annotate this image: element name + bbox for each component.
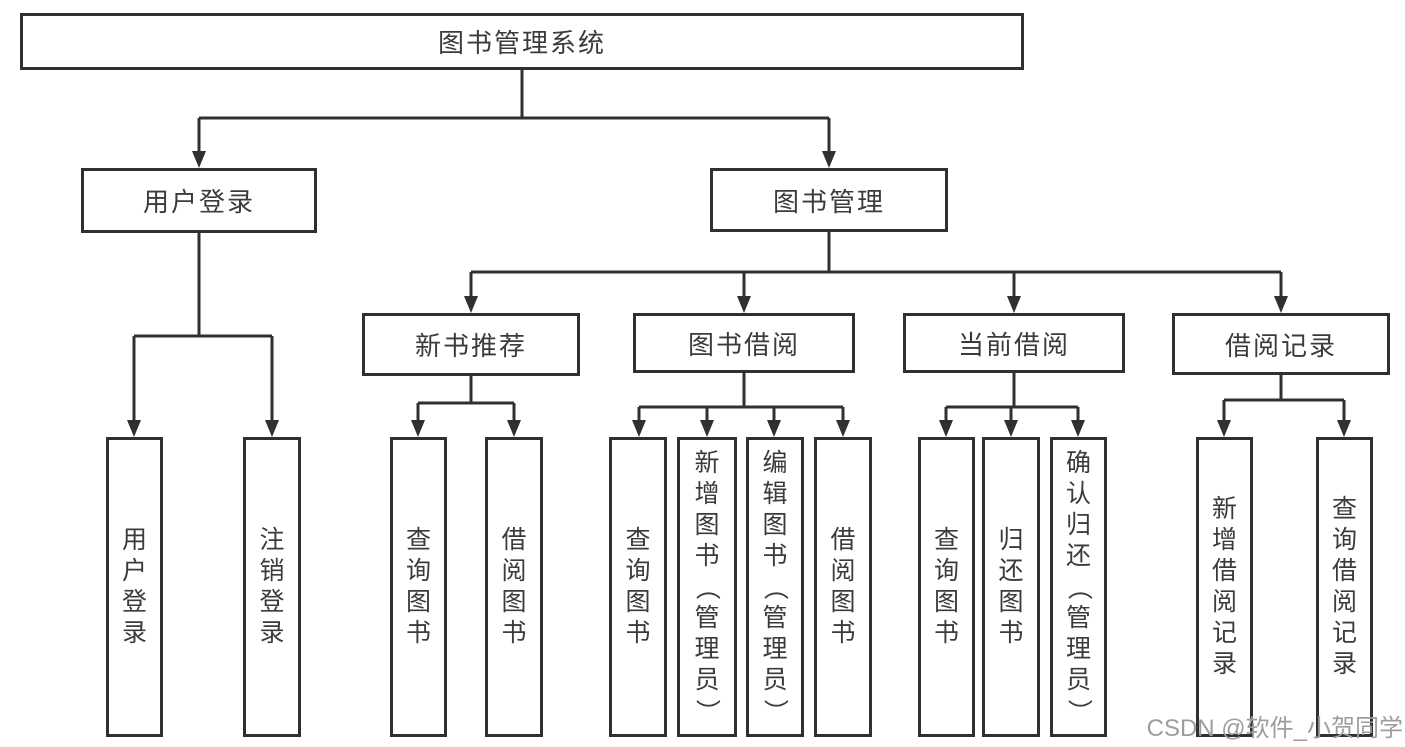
leaf-borrow-edit-admin: 编辑图书（管理员） [746,437,804,737]
node-root: 图书管理系统 [20,13,1024,70]
node-book-mgmt-label: 图书管理 [772,186,885,217]
node-new-books-label: 新书推荐 [414,331,527,361]
arrow-icon [1071,420,1085,437]
node-book-borrow-label: 图书借阅 [687,329,800,360]
node-root-label: 图书管理系统 [437,28,606,58]
arrow-icon [836,420,850,437]
arrow-icon [127,420,141,437]
node-borrow-records-label: 借阅记录 [1224,330,1337,361]
leaf-logout: 注销登录 [243,437,301,737]
arrow-icon [265,420,279,437]
node-current-borrow-label: 当前借阅 [957,329,1070,360]
arrow-icon [939,420,953,437]
arrow-icon [192,151,206,168]
node-book-borrow: 图书借阅 [633,313,855,373]
leaf-user-login: 用户登录 [106,437,163,737]
arrow-icon [767,420,781,437]
node-book-mgmt: 图书管理 [710,168,948,232]
node-current-borrow: 当前借阅 [903,313,1125,373]
arrow-icon [411,420,425,437]
node-user-login: 用户登录 [81,168,317,233]
arrow-icon [1337,420,1351,437]
leaf-borrow-add-admin: 新增图书（管理员） [677,437,737,737]
arrow-icon [1274,296,1288,313]
leaf-newbooks-borrow: 借阅图书 [485,437,543,737]
arrow-icon [1217,420,1231,437]
leaf-borrow-query: 查询图书 [609,437,667,737]
csdn-watermark: CSDN @软件_小贺同学 [1146,715,1403,742]
leaf-records-add: 新增借阅记录 [1196,437,1253,737]
arrow-icon [700,420,714,437]
arrow-icon [464,296,478,313]
node-borrow-records: 借阅记录 [1172,313,1390,375]
arrow-icon [507,420,521,437]
leaf-borrow-borrow: 借阅图书 [814,437,872,737]
node-new-books: 新书推荐 [362,313,580,376]
arrow-icon [737,296,751,313]
leaf-current-confirm-admin: 确认归还（管理员） [1050,437,1107,737]
leaf-newbooks-query: 查询图书 [390,437,447,737]
arrow-icon [1007,296,1021,313]
arrow-icon [632,420,646,437]
arrow-icon [822,151,836,168]
node-user-login-label: 用户登录 [142,187,255,217]
leaf-current-return: 归还图书 [982,437,1040,737]
leaf-records-query: 查询借阅记录 [1316,437,1373,737]
leaf-current-query: 查询图书 [918,437,975,737]
arrow-icon [1004,420,1018,437]
